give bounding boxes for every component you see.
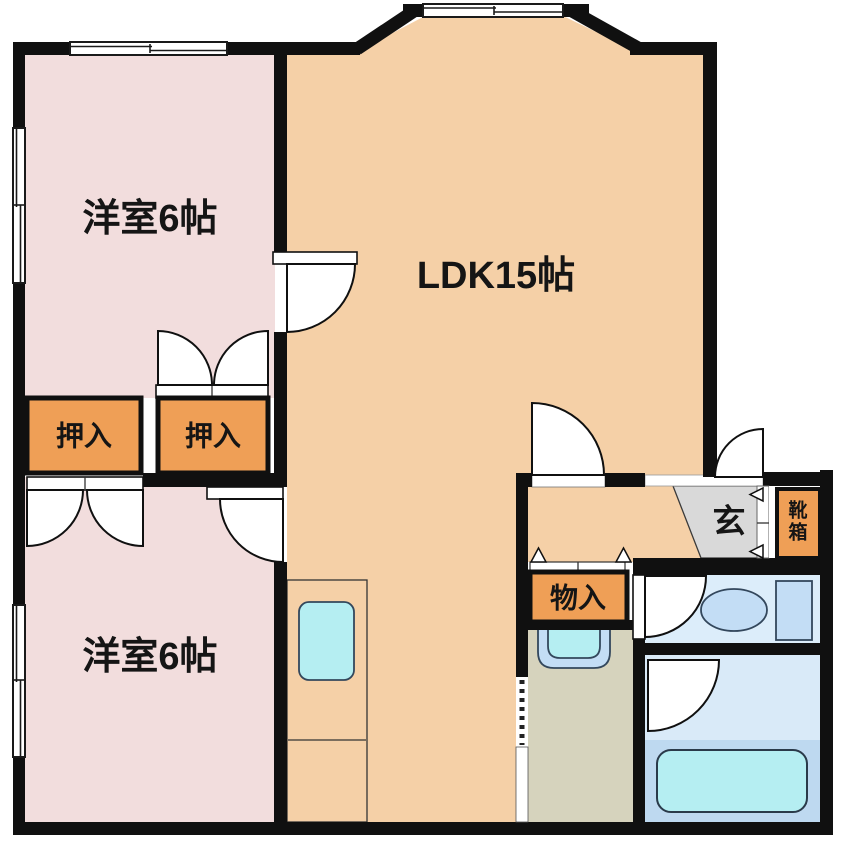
door-leaf-bedroom-bottom xyxy=(206,486,284,500)
washroom-opening xyxy=(515,746,529,823)
wall-bay-diagonal-right xyxy=(568,5,644,55)
storage-door-mark-right xyxy=(614,546,633,563)
doors xyxy=(26,251,764,733)
toilet-bowl xyxy=(700,588,768,632)
door-arc-hallway xyxy=(531,401,606,476)
wall-inner-vertical-1 xyxy=(274,42,287,253)
wall-hall-vertical xyxy=(516,473,528,677)
wall-toilet-bath xyxy=(645,643,820,655)
door-arc-bathroom xyxy=(647,659,721,733)
entrance-label: 玄 xyxy=(713,503,746,540)
wall-ldk-right xyxy=(703,42,717,477)
bathtub xyxy=(656,749,808,813)
wall-hall-stub-right xyxy=(605,473,645,487)
closet-right-label: 押入 xyxy=(185,420,241,452)
shoe-cabinet-label-char2: 箱 xyxy=(788,521,807,544)
door-arc-front-entrance xyxy=(713,427,764,478)
storage-door-mark-left xyxy=(529,546,548,563)
wall-bay-diagonal-left xyxy=(353,5,418,55)
storage-box xyxy=(527,569,630,625)
wall-right xyxy=(820,470,833,835)
closet-right-box xyxy=(155,395,271,476)
window-bay xyxy=(422,3,564,18)
washroom-accordion-door xyxy=(516,677,528,747)
shoe-cabinet-box xyxy=(775,487,822,560)
wall-inner-vertical-2 xyxy=(274,332,287,487)
door-arc-bedroom-bottom xyxy=(218,498,284,564)
wall-top-2 xyxy=(227,42,360,55)
closet-left-box xyxy=(24,395,144,476)
ldk-label: LDK15帖 xyxy=(417,255,575,297)
closet-left-label: 押入 xyxy=(56,420,112,452)
windows xyxy=(12,3,564,758)
wall-inner-vertical-3 xyxy=(274,562,287,822)
front-door-mark-top xyxy=(748,486,764,503)
hall-door-threshold xyxy=(531,474,606,488)
wall-closet-bottom xyxy=(143,473,287,487)
door-arc-closet-left-b xyxy=(85,489,144,548)
shoe-cabinet-label-char1: 靴 xyxy=(788,499,807,522)
window-left-bottom xyxy=(12,604,26,758)
wall-top-3 xyxy=(630,42,717,55)
wall-washroom-toilet xyxy=(633,639,645,822)
door-arc-toilet xyxy=(644,575,708,639)
storage-label: 物入 xyxy=(550,583,606,614)
washbasin-bowl xyxy=(547,628,601,659)
door-arc-closet-right-b xyxy=(212,329,269,386)
door-leaf-toilet xyxy=(632,574,646,640)
wall-rightcol-top xyxy=(763,472,833,486)
door-arc-closet-left-a xyxy=(26,489,85,548)
genkan-shoebox-gap xyxy=(769,486,777,558)
wall-left-2 xyxy=(13,283,25,605)
room-bedroom-top xyxy=(25,55,275,398)
toilet-tank xyxy=(775,580,813,641)
wall-left-1 xyxy=(13,42,25,128)
bay-window-floor xyxy=(360,16,634,50)
front-door-mark-bottom xyxy=(748,543,764,560)
wall-bottom xyxy=(13,822,833,835)
wall-storage-bottom xyxy=(516,620,633,630)
wall-left-3 xyxy=(13,757,25,835)
window-bedroom-top xyxy=(69,41,228,56)
walls xyxy=(13,4,833,835)
bedroom-top-label: 洋室6帖 xyxy=(82,197,217,240)
door-arc-closet-right-a xyxy=(157,329,214,386)
wall-toilet-top xyxy=(633,558,833,575)
door-arc-bedroom-top xyxy=(286,263,357,334)
kitchen-sink xyxy=(298,601,355,681)
wall-top-1 xyxy=(13,42,70,55)
bedroom-bottom-label: 洋室6帖 xyxy=(82,635,217,678)
door-leaf-bedroom-top xyxy=(272,251,358,265)
